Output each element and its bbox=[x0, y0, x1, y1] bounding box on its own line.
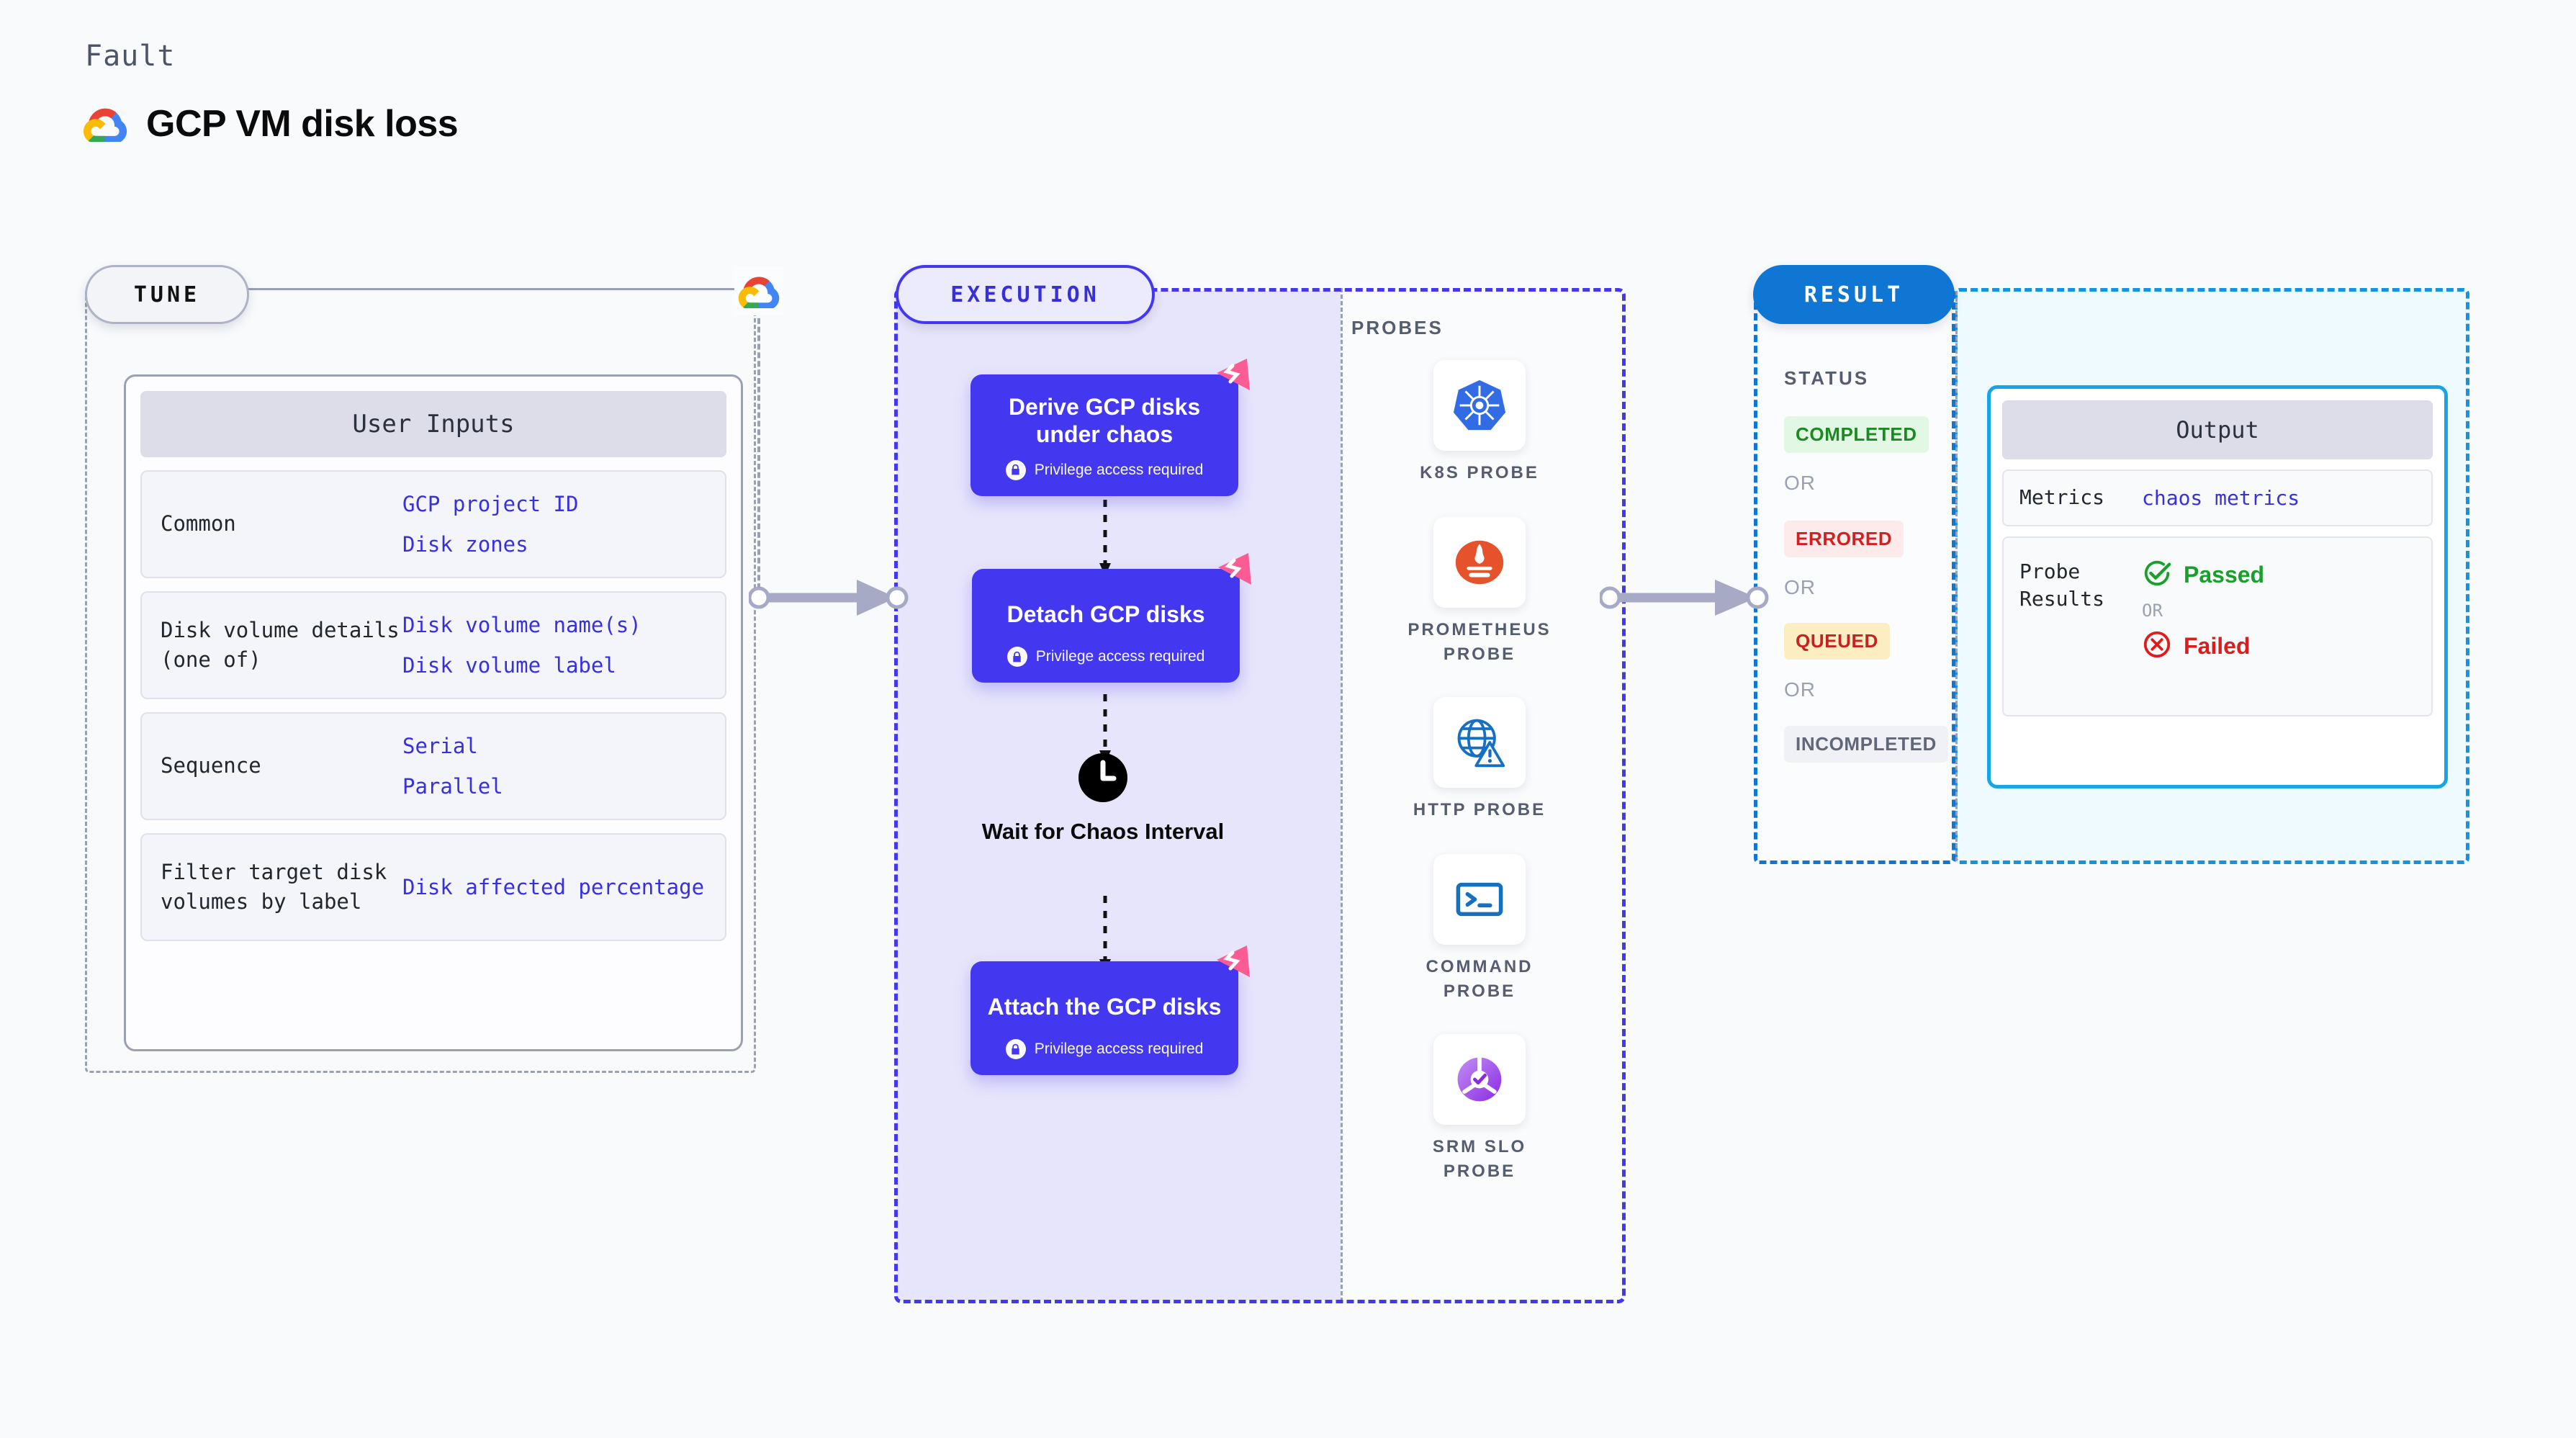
probe-results-or: OR bbox=[2142, 600, 2163, 621]
check-circle-icon bbox=[2142, 558, 2172, 592]
gcp-logo-icon bbox=[734, 266, 783, 315]
tune-value-link[interactable]: Disk affected percentage bbox=[402, 874, 705, 899]
lock-icon bbox=[1005, 459, 1026, 480]
output-row-probe-results[interactable]: Probe Results Passed OR bbox=[2002, 536, 2433, 716]
status-or-3: OR bbox=[1784, 678, 1816, 701]
tune-row-filter-target[interactable]: Filter target disk volumes by label Disk… bbox=[140, 833, 726, 941]
status-badge-incompleted: INCOMPLETED bbox=[1784, 726, 1948, 763]
user-inputs-title: User Inputs bbox=[140, 391, 726, 457]
srm-slo-icon bbox=[1433, 1034, 1526, 1125]
output-card: Output Metrics chaos metrics Probe Resul… bbox=[1987, 385, 2448, 788]
tune-value-link[interactable]: Disk volume label bbox=[402, 653, 616, 678]
tune-row-label: Sequence bbox=[161, 753, 261, 778]
tune-row-disk-volume-details[interactable]: Disk volume details (one of) Disk volume… bbox=[140, 591, 726, 699]
probes-title: PROBES bbox=[1351, 317, 1444, 338]
output-row-metrics[interactable]: Metrics chaos metrics bbox=[2002, 469, 2433, 526]
http-globe-warning-icon bbox=[1433, 697, 1526, 788]
probe-result-passed: Passed bbox=[2142, 558, 2264, 592]
execution-node-derive-gcp-disks[interactable]: Derive GCP disks under chaos Privilege a… bbox=[970, 359, 1250, 496]
wait-node-label: Wait for Chaos Interval bbox=[981, 819, 1225, 844]
tune-top-dashed-line bbox=[249, 288, 757, 290]
kubernetes-icon bbox=[1433, 360, 1526, 451]
tune-value-link[interactable]: Parallel bbox=[402, 774, 503, 799]
output-probe-results-label: Probe Results bbox=[2019, 559, 2105, 611]
execution-node-attach-gcp-disks[interactable]: Attach the GCP disks Privilege access re… bbox=[970, 945, 1250, 1076]
probe-label: COMMAND PROBE bbox=[1426, 957, 1534, 1002]
terminal-icon bbox=[1433, 854, 1526, 945]
probes-column bbox=[1341, 288, 1626, 1302]
connector-tune-to-execution bbox=[747, 576, 914, 623]
tune-gcp-connector-line bbox=[757, 310, 760, 598]
connector-execution-to-result bbox=[1598, 576, 1780, 623]
litmus-chaos-icon bbox=[1211, 943, 1254, 988]
probe-command[interactable]: COMMAND PROBE bbox=[1397, 854, 1562, 1004]
probe-label: HTTP PROBE bbox=[1413, 800, 1546, 819]
tune-row-label: Disk volume details (one of) bbox=[161, 617, 400, 672]
status-badge-queued: QUEUED bbox=[1784, 623, 1890, 660]
gcp-logo-icon bbox=[83, 106, 127, 142]
page-title-row: GCP VM disk loss bbox=[83, 102, 459, 145]
probe-passed-label: Passed bbox=[2184, 561, 2265, 588]
execution-panel bbox=[894, 288, 1626, 1303]
node-title: Detach GCP disks bbox=[1006, 601, 1205, 627]
result-status-panel bbox=[1754, 288, 1955, 864]
status-badge-completed: COMPLETED bbox=[1784, 416, 1929, 453]
node-subtitle-text: Privilege access required bbox=[1034, 461, 1204, 478]
tune-row-label: Common bbox=[161, 511, 236, 536]
status-badge-errored: ERRORED bbox=[1784, 521, 1904, 557]
status-or-1: OR bbox=[1784, 472, 1816, 494]
x-circle-icon bbox=[2142, 629, 2172, 663]
probe-k8s[interactable]: K8S PROBE bbox=[1397, 360, 1562, 485]
page-title: GCP VM disk loss bbox=[146, 103, 459, 145]
probe-failed-label: Failed bbox=[2184, 632, 2251, 659]
node-title: Attach the GCP disks bbox=[987, 994, 1222, 1020]
status-title: STATUS bbox=[1784, 367, 1870, 389]
probe-results-values: Passed OR Failed bbox=[2142, 558, 2264, 663]
probe-label: PROMETHEUS PROBE bbox=[1408, 620, 1552, 665]
tune-row-values: Disk affected percentage bbox=[402, 874, 704, 900]
node-subtitle: Privilege access required bbox=[985, 647, 1227, 668]
tune-value-link[interactable]: Disk zones bbox=[402, 532, 528, 557]
tune-row-common[interactable]: Common GCP project ID Disk zones bbox=[140, 470, 726, 578]
probe-label: SRM SLO PROBE bbox=[1432, 1137, 1527, 1182]
tune-label-pill[interactable]: TUNE bbox=[85, 265, 249, 324]
tune-value-link[interactable]: Serial bbox=[402, 733, 478, 758]
page-eyebrow: Fault bbox=[85, 40, 176, 73]
execution-label-pill[interactable]: EXECUTION bbox=[896, 265, 1155, 324]
lock-icon bbox=[1006, 647, 1027, 668]
tune-row-sequence[interactable]: Sequence Serial Parallel bbox=[140, 712, 726, 820]
node-subtitle-text: Privilege access required bbox=[1035, 648, 1205, 665]
output-metrics-label: Metrics bbox=[2019, 485, 2105, 509]
tune-row-label: Filter target disk volumes by label bbox=[161, 859, 387, 914]
probe-label: K8S PROBE bbox=[1420, 463, 1539, 482]
prometheus-icon bbox=[1433, 517, 1526, 608]
probe-result-failed: Failed bbox=[2142, 629, 2264, 663]
tune-row-values: Serial Parallel bbox=[402, 733, 503, 800]
node-title: Derive GCP disks under chaos bbox=[1008, 394, 1201, 448]
result-panel-divider bbox=[1955, 291, 1958, 861]
tune-value-link[interactable]: GCP project ID bbox=[402, 491, 579, 516]
user-inputs-card: User Inputs Common GCP project ID Disk z… bbox=[124, 374, 743, 1051]
execution-node-detach-gcp-disks[interactable]: Detach GCP disks Privilege access requir… bbox=[972, 553, 1251, 683]
probe-prometheus[interactable]: PROMETHEUS PROBE bbox=[1397, 517, 1562, 667]
probe-srm-slo[interactable]: SRM SLO PROBE bbox=[1397, 1034, 1562, 1184]
status-or-2: OR bbox=[1784, 576, 1816, 598]
tune-row-values: GCP project ID Disk zones bbox=[402, 491, 578, 558]
execution-node-wait-for-chaos-interval[interactable]: Wait for Chaos Interval bbox=[981, 752, 1225, 845]
result-label-pill[interactable]: RESULT bbox=[1753, 265, 1955, 324]
node-subtitle-text: Privilege access required bbox=[1034, 1041, 1204, 1058]
output-metrics-value[interactable]: chaos metrics bbox=[2142, 485, 2300, 510]
probe-http[interactable]: HTTP PROBE bbox=[1397, 697, 1562, 822]
node-subtitle: Privilege access required bbox=[983, 1039, 1225, 1060]
tune-row-values: Disk volume name(s) Disk volume label bbox=[402, 612, 641, 679]
node-subtitle: Privilege access required bbox=[983, 459, 1225, 480]
litmus-chaos-icon bbox=[1211, 356, 1254, 401]
tune-value-link[interactable]: Disk volume name(s) bbox=[402, 612, 641, 637]
clock-icon bbox=[1078, 752, 1128, 806]
lock-icon bbox=[1005, 1039, 1026, 1060]
litmus-chaos-icon bbox=[1212, 550, 1256, 596]
output-title: Output bbox=[2002, 400, 2433, 459]
